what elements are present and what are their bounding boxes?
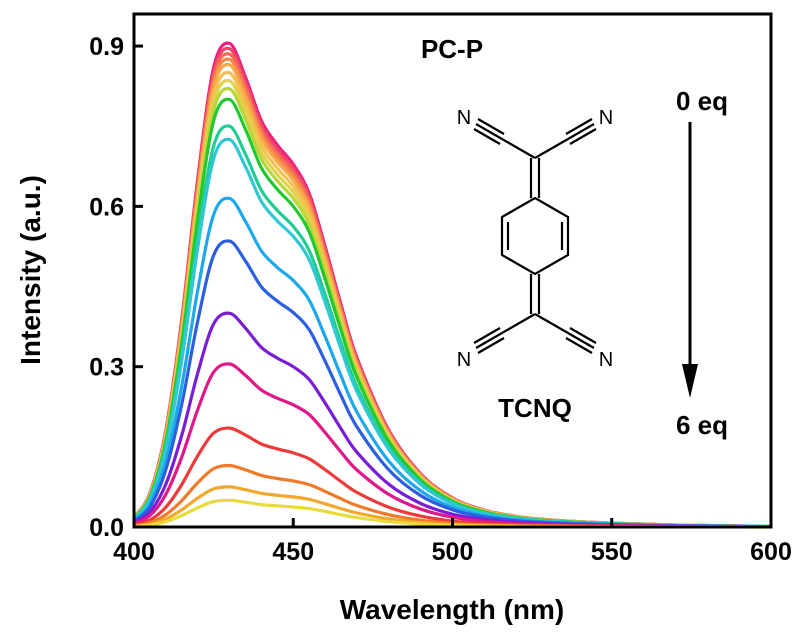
y-tick-label-0: 0.0 [89, 514, 124, 542]
top-left-nitrile-b [477, 118, 505, 135]
series-line-4 [132, 62, 772, 528]
atom-n-bottom-right: N [599, 349, 613, 371]
chart-title: PC-P [421, 34, 483, 64]
bottom-left-nitrile-a [475, 332, 503, 349]
top-left-nitrile-a [475, 123, 503, 140]
bottom-left-nitrile-b [473, 327, 501, 344]
ring-bonds [500, 196, 570, 276]
y-tick-label-3: 0.9 [89, 33, 124, 61]
atom-n-top-left: N [457, 107, 471, 129]
top-right-nitrile-a [567, 123, 595, 140]
series-line-11 [132, 196, 772, 529]
x-tick-label-2: 500 [432, 538, 474, 566]
x-tick-label-3: 550 [591, 538, 633, 566]
trend-arrow-head [682, 364, 698, 398]
top-left-bond [501, 138, 536, 159]
x-tick-label-4: 600 [750, 538, 792, 566]
start-label: 0 eq [676, 86, 728, 116]
bottom-right-nitrile-b [569, 327, 597, 344]
bottom-right-nitrile-a [567, 332, 595, 349]
bottom-right-nitrile-c [565, 337, 593, 354]
series-line-15 [133, 426, 772, 529]
series-line-6 [132, 78, 772, 528]
series-line-1 [132, 46, 772, 528]
top-right-bond [534, 138, 569, 159]
x-axis-title: Wavelength (nm) [340, 594, 565, 625]
series-line-12 [132, 239, 772, 529]
top-left-nitrile-c [473, 128, 501, 145]
end-label: 6 eq [676, 410, 728, 440]
top-right-nitrile-b [565, 118, 593, 135]
bottom-left-nitrile-c [477, 337, 505, 354]
y-tick-label-1: 0.3 [89, 354, 124, 382]
molecule-name: TCNQ [498, 393, 572, 423]
series-line-7 [132, 86, 772, 528]
atom-n-bottom-left: N [457, 349, 471, 371]
bottom-right-bond [534, 313, 569, 334]
x-tick-label-0: 400 [113, 538, 155, 566]
top-right-nitrile-c [569, 128, 597, 145]
y-tick-label-2: 0.6 [89, 193, 124, 221]
tcnq-structure [473, 118, 597, 354]
y-axis-title: Intensity (a.u.) [15, 175, 46, 365]
bottom-left-bond [501, 313, 536, 334]
x-tick-label-1: 450 [272, 538, 314, 566]
axis-ticks-group: 400 450 500 550 600 0.0 0.3 0.6 0.9 [89, 33, 792, 566]
series-line-3 [132, 57, 772, 528]
atom-n-top-right: N [599, 107, 613, 129]
